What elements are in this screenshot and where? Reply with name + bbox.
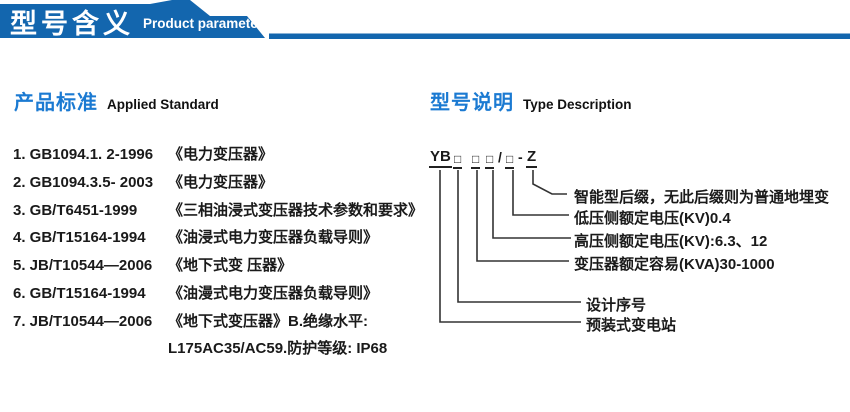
model-code-box-4: □	[505, 152, 515, 169]
connector-box-1	[457, 170, 581, 303]
banner-rule-line	[269, 33, 850, 39]
diagram-label-prefabricated-substation: 预装式变电站	[586, 317, 677, 334]
model-code-suffix: Z	[526, 148, 538, 168]
standard-title: 《地下式变压器》B.绝缘水平:	[168, 312, 368, 330]
page-subtitle: Product parameters	[143, 16, 271, 31]
standard-item: 3. GB/T6451-1999 《三相油浸式变压器技术参数和要求》	[13, 197, 433, 225]
standard-title: 《三相油浸式变压器技术参数和要求》	[168, 201, 424, 219]
diagram-label-design-serial: 设计序号	[586, 297, 647, 314]
standards-list: 1. GB1094.1. 2-1996 《电力变压器》 2. GB1094.3.…	[13, 141, 433, 363]
standard-code: 4. GB/T15164-1994	[13, 229, 146, 247]
standard-item: 7. JB/T10544—2006 《地下式变压器》B.绝缘水平:	[13, 308, 433, 336]
type-desc-heading-zh: 型号说明	[430, 92, 514, 114]
connector-box-4	[512, 170, 569, 216]
model-code-box-1: □	[453, 152, 463, 169]
model-code-prefix: YB	[429, 148, 452, 168]
standard-title: 《电力变压器》	[168, 173, 274, 191]
standards-heading: 产品标准 Applied Standard	[14, 86, 219, 115]
connector-prefix	[439, 170, 581, 323]
model-code-box-3: □	[485, 152, 495, 169]
connector-box-3	[492, 170, 571, 239]
standard-code: 1. GB1094.1. 2-1996	[13, 146, 154, 163]
standards-heading-en: Applied Standard	[107, 97, 219, 112]
model-code-dash: -	[518, 149, 523, 165]
type-desc-heading-en: Type Description	[523, 97, 632, 112]
standard-code: 5. JB/T10544—2006	[13, 257, 153, 274]
diagram-label-smart-suffix: 智能型后缀，无此后缀则为普通地埋变	[574, 189, 830, 206]
standard-code: 2. GB1094.3.5- 2003	[13, 173, 154, 191]
standard-item: 6. GB/T15164-1994 《油漫式电力变压器负载导则》	[13, 280, 433, 308]
diagram-label-rated-capacity: 变压器额定容易(KVA)30-1000	[574, 256, 775, 273]
standard-item: 4. GB/T15164-1994 《油浸式电力变压器负载导则》	[13, 224, 433, 252]
diagram-label-hv-voltage: 高压侧额定电压(KV):6.3、12	[574, 233, 768, 250]
standard-title: 《地下式变 压器》	[168, 257, 293, 274]
connector-box-2	[476, 170, 569, 262]
connector-suffix	[532, 170, 567, 195]
standard-item: 2. GB1094.3.5- 2003 《电力变压器》	[13, 169, 433, 197]
standard-code: 3. GB/T6451-1999	[13, 201, 138, 219]
standards-heading-zh: 产品标准	[14, 92, 98, 114]
page-title: 型号含义	[10, 9, 134, 39]
standard-item-continuation: L175AC35/AC59.防护等级: IP68	[168, 340, 388, 358]
standard-code: 6. GB/T15164-1994	[13, 284, 146, 302]
model-code-box-2: □	[471, 152, 481, 169]
standard-title: 《油漫式电力变压器负载导则》	[168, 284, 379, 302]
standard-title: 《电力变压器》	[168, 146, 274, 163]
standard-item: 5. JB/T10544—2006 《地下式变 压器》	[13, 252, 433, 280]
standard-title: 《油浸式电力变压器负载导则》	[168, 229, 379, 247]
diagram-label-lv-voltage: 低压侧额定电压(KV)0.4	[574, 210, 731, 227]
standard-item: 1. GB1094.1. 2-1996 《电力变压器》	[13, 141, 433, 169]
model-code-slash: /	[498, 149, 502, 165]
banner-polygon	[0, 0, 265, 38]
banner-shape	[0, 0, 850, 39]
standard-code: 7. JB/T10544—2006	[13, 312, 153, 330]
type-desc-heading: 型号说明 Type Description	[430, 86, 632, 115]
